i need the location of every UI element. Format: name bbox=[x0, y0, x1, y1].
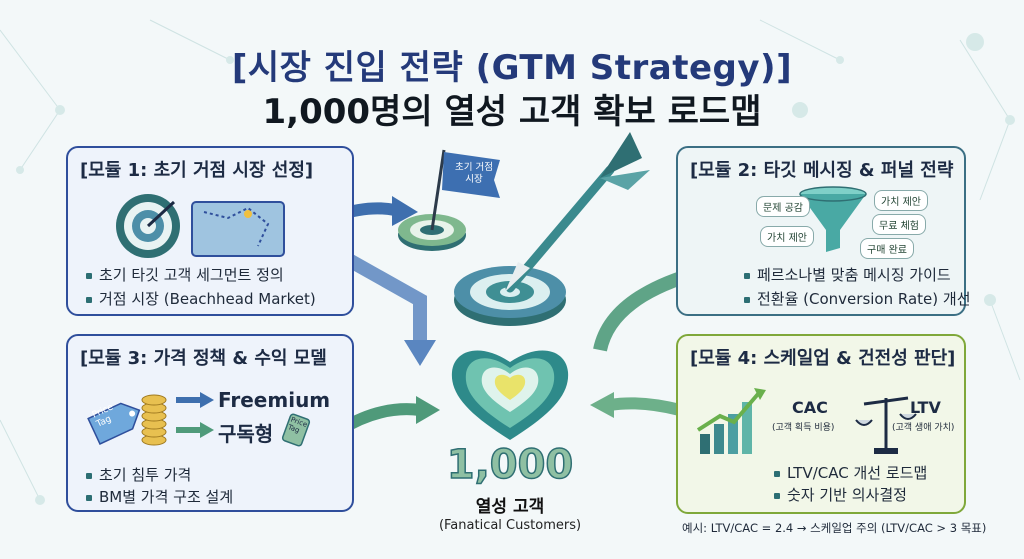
ltv-sub-label: (고객 생애 가치) bbox=[892, 423, 955, 433]
module-3-card: [모듈 3: 가격 정책 & 수익 모델 Price Tag Price Tag… bbox=[66, 334, 354, 512]
page-subtitle: 1,000명의 열성 고객 확보 로드맵 bbox=[262, 92, 762, 132]
module-1-title: [모듈 1: 초기 거점 시장 선정] bbox=[80, 160, 314, 181]
module-4-bullet-1: LTV/CAC 개선 로드맵 bbox=[774, 462, 927, 483]
cac-sub-label: (고객 획득 비용) bbox=[772, 423, 835, 433]
heart-icon bbox=[451, 350, 569, 440]
ltv-cac-footnote: 예시: LTV/CAC = 2.4 → 스케일업 주의 (LTV/CAC > 3… bbox=[682, 521, 987, 535]
module-1-bullet-2: 거점 시장 (Beachhead Market) bbox=[86, 288, 316, 309]
funnel-label-trial: 무료 체험 bbox=[872, 214, 926, 235]
module-2-bullet-2: 전환율 (Conversion Rate) 개선 bbox=[744, 288, 971, 309]
module-3-bullet-2: BM별 가격 구조 설계 bbox=[86, 486, 233, 507]
page-title: [시장 진입 전략 (GTM Strategy)] bbox=[231, 48, 793, 88]
beachhead-flag-target bbox=[398, 149, 500, 251]
flag-label-line-2: 시장 bbox=[465, 174, 483, 185]
funnel-label-problem: 문제 공감 bbox=[756, 196, 810, 217]
module-2-title: [모듈 2: 타깃 메시징 & 퍼널 전략 bbox=[690, 160, 954, 181]
module-1-card: [모듈 1: 초기 거점 시장 선정] 초기 타깃 고객 세그먼트 정의 거점 … bbox=[66, 146, 354, 316]
price-tag-coins-icon bbox=[87, 392, 311, 447]
funnel-icon bbox=[799, 186, 867, 252]
growth-chart-scale-icon bbox=[696, 388, 917, 454]
funnel-label-value-left: 가치 제안 bbox=[760, 226, 814, 247]
module-4-card: [모듈 4: 스케일업 & 건전성 판단] CAC (고객 획득 비용) LTV… bbox=[676, 334, 966, 514]
module-4-title: [모듈 4: 스케일업 & 건전성 판단] bbox=[690, 348, 956, 369]
module-1-bullet-1: 초기 타깃 고객 세그먼트 정의 bbox=[86, 264, 284, 285]
module-2-card: [모듈 2: 타깃 메시징 & 퍼널 전략 문제 공감 가치 제안 가치 제안 … bbox=[676, 146, 971, 316]
fanatical-customer-sub: (Fanatical Customers) bbox=[438, 518, 582, 533]
model-freemium: Freemium bbox=[218, 388, 331, 412]
fanatical-customer-count: 1,000 bbox=[446, 441, 574, 489]
funnel-label-value-right: 가치 제안 bbox=[874, 190, 928, 211]
target-map-icon bbox=[116, 194, 285, 258]
cac-label: CAC bbox=[792, 398, 828, 417]
module-3-title: [모듈 3: 가격 정책 & 수익 모델 bbox=[80, 348, 327, 369]
fanatical-customer-label: 열성 고객 bbox=[475, 497, 545, 517]
module-2-bullet-1: 페르소나별 맞춤 메시징 가이드 bbox=[744, 264, 951, 285]
flag-label-line-1: 초기 거점 bbox=[455, 162, 493, 173]
module-3-bullet-1: 초기 침투 가격 bbox=[86, 464, 191, 485]
funnel-label-purchase: 구매 완료 bbox=[860, 238, 914, 259]
ltv-label: LTV bbox=[910, 398, 941, 417]
flag-label: 초기 거점 시장 bbox=[446, 162, 502, 186]
module-4-bullet-2: 숫자 기반 의사결정 bbox=[774, 484, 907, 505]
model-subscription: 구독형 bbox=[218, 422, 274, 446]
main-target-dart bbox=[454, 132, 650, 326]
